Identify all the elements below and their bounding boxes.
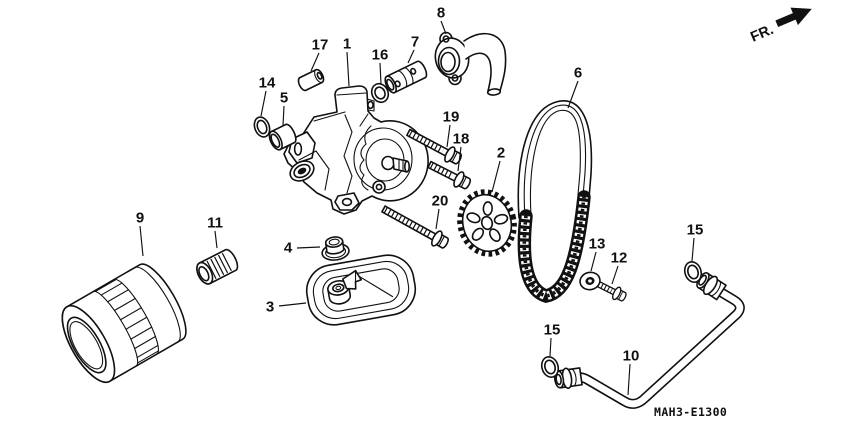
fr-direction-arrow-icon bbox=[775, 7, 812, 27]
fr-label: FR. bbox=[748, 22, 776, 46]
callout-7: 7 bbox=[410, 33, 420, 51]
part-flange-bolt-12 bbox=[595, 280, 627, 302]
callout-6: 6 bbox=[573, 64, 583, 82]
callout-18: 18 bbox=[452, 130, 470, 148]
part-filter-joint-bolt bbox=[196, 248, 239, 285]
part-o-ring-14 bbox=[253, 116, 271, 138]
leader-lines bbox=[139, 20, 695, 396]
part-o-ring-15-right bbox=[683, 261, 703, 283]
callout-4: 4 bbox=[283, 239, 293, 257]
callout-11: 11 bbox=[207, 214, 223, 232]
callout-8: 8 bbox=[436, 4, 446, 22]
part-pump-sprocket bbox=[457, 189, 517, 257]
part-flange-bolt-18 bbox=[427, 160, 472, 190]
part-oil-filter bbox=[61, 263, 187, 383]
part-strainer-grommet bbox=[321, 236, 350, 261]
callout-17: 17 bbox=[311, 36, 329, 54]
part-flange-bolt-20 bbox=[381, 205, 449, 249]
callout-15-right: 15 bbox=[686, 221, 704, 239]
callout-2: 2 bbox=[496, 144, 506, 162]
part-relief-valve bbox=[384, 60, 428, 94]
callout-14: 14 bbox=[258, 74, 276, 92]
part-flange-bolt-19 bbox=[406, 128, 462, 165]
callout-3: 3 bbox=[265, 298, 275, 316]
callout-5: 5 bbox=[279, 89, 289, 107]
callout-19: 19 bbox=[442, 108, 460, 126]
part-oil-pump-chain bbox=[517, 100, 593, 303]
diagram-code: MAH3-E1300 bbox=[654, 405, 728, 419]
part-collar-5 bbox=[268, 123, 297, 151]
part-oil-pump-body bbox=[283, 85, 429, 215]
callout-1: 1 bbox=[342, 35, 352, 53]
callout-13: 13 bbox=[588, 235, 606, 253]
part-joint-hose bbox=[434, 31, 507, 96]
part-oil-strainer bbox=[305, 254, 417, 326]
part-oil-pipe bbox=[553, 272, 745, 409]
callout-12: 12 bbox=[610, 249, 628, 267]
part-o-ring-16 bbox=[370, 82, 390, 104]
callout-9: 9 bbox=[135, 209, 145, 227]
part-o-ring-15-left bbox=[540, 356, 560, 378]
callout-16: 16 bbox=[371, 46, 389, 64]
callout-20: 20 bbox=[431, 192, 449, 210]
part-sealing-washer bbox=[579, 271, 601, 291]
part-dowel-pin bbox=[297, 68, 325, 92]
fr-direction-marker: FR. bbox=[748, 7, 812, 46]
callout-10: 10 bbox=[622, 347, 640, 365]
callout-15-left: 15 bbox=[543, 321, 561, 339]
